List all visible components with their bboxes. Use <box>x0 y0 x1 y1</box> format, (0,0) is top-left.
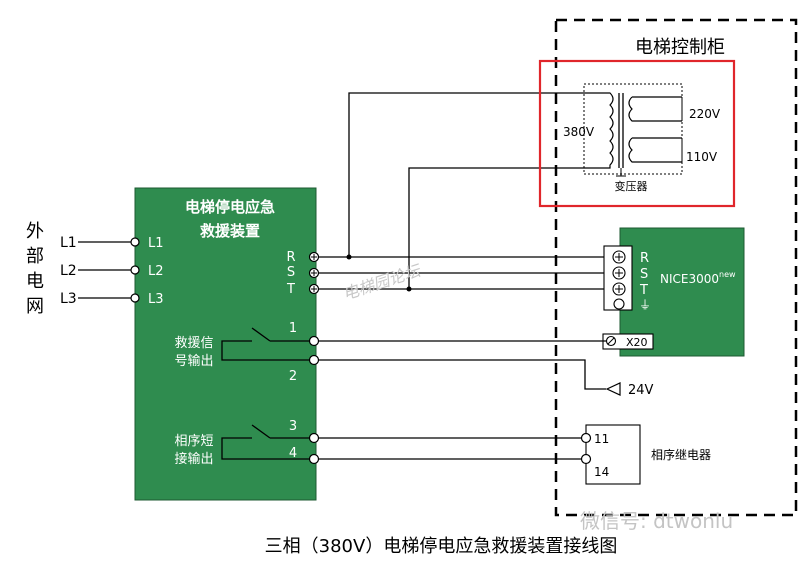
grid-char-1: 外 <box>26 221 44 242</box>
grid-char-3: 电 <box>26 271 44 292</box>
secondary-coil-220 <box>628 96 682 122</box>
controller-ground-symbol: ⏚ <box>639 298 651 312</box>
phase-terminal-3-label: 3 <box>289 419 297 434</box>
junction-r <box>346 254 352 260</box>
phase-terminal-4-label: 4 <box>289 446 297 461</box>
output-r-label: R <box>286 250 295 265</box>
input-l3-label: L3 <box>148 292 164 307</box>
ext-line-l1-label: L1 <box>60 235 77 251</box>
supply-24v-label: 24V <box>628 383 654 398</box>
transformer-highlight <box>538 59 736 208</box>
x20-screw-slot <box>607 337 615 345</box>
secondary-coil-110 <box>628 137 682 163</box>
rescue-device-title-2: 救援装置 <box>200 222 260 240</box>
transformer-110-label: 110V <box>686 150 718 164</box>
relay-14-label: 14 <box>594 465 609 479</box>
controller-model-name: NICE3000 <box>660 272 719 286</box>
terminal-4 <box>308 453 320 465</box>
ext-line-l2-label: L2 <box>60 263 77 279</box>
grid-char-4: 网 <box>26 296 44 317</box>
rescue-terminal-2-label: 2 <box>289 369 297 384</box>
wire-rescue-2 <box>319 359 606 390</box>
terminal-l1 <box>130 237 140 247</box>
junction-t <box>406 286 412 292</box>
grid-char-2: 部 <box>26 246 44 267</box>
relay-terminal-11 <box>580 432 592 444</box>
transformer-primary-label: 380V <box>563 125 595 139</box>
relay-terminal-14 <box>580 453 592 465</box>
controller-model: NICE3000new <box>660 270 736 286</box>
control-cabinet-outline <box>554 18 798 517</box>
terminal-2 <box>308 354 320 366</box>
phase-short-label-1: 相序短 <box>174 434 213 449</box>
output-t-label: T <box>286 282 295 297</box>
wire-transformer-r <box>348 92 584 257</box>
controller-model-sup: new <box>719 270 736 279</box>
diagram-caption: 三相（380V）电梯停电应急救援装置接线图 <box>265 536 618 557</box>
x20-label: X20 <box>626 336 648 349</box>
rescue-device-title-1: 电梯停电应急 <box>185 198 275 216</box>
relay-11-label: 11 <box>594 432 609 446</box>
controller-terminal-block <box>603 245 633 311</box>
controller-s-label: S <box>640 267 648 282</box>
terminal-1 <box>308 335 320 347</box>
input-l2-label: L2 <box>148 264 164 279</box>
rescue-signal-label-2: 号输出 <box>174 353 213 369</box>
ext-line-l3-label: L3 <box>60 291 77 307</box>
relay-label: 相序继电器 <box>651 447 711 462</box>
wire-transformer-t <box>408 167 584 289</box>
wechat-watermark: 微信号: dtwonlu <box>580 509 733 533</box>
output-s-label: S <box>287 265 295 280</box>
rescue-signal-label-1: 救援信 <box>174 335 213 351</box>
terminal-l3 <box>130 293 140 303</box>
forum-watermark: 电梯园论坛 <box>340 260 424 303</box>
rescue-device-box <box>134 187 317 501</box>
transformer-dashed-box <box>583 83 683 175</box>
rescue-signal-contact <box>221 327 314 361</box>
terminal-l2 <box>130 265 140 275</box>
phase-short-label-2: 接输出 <box>174 451 213 467</box>
transformer-label: 变压器 <box>615 179 648 193</box>
rescue-terminal-1-label: 1 <box>289 321 297 336</box>
transformer-primary-coil <box>584 92 614 169</box>
supply-24v-symbol <box>605 382 621 396</box>
transformer-220-label: 220V <box>689 107 721 121</box>
controller-t-label: T <box>639 283 648 298</box>
cabinet-title: 电梯控制柜 <box>635 37 725 58</box>
input-l1-label: L1 <box>148 236 164 251</box>
phase-relay-box <box>585 424 641 485</box>
terminal-3 <box>308 432 320 444</box>
phase-short-contact <box>221 424 314 460</box>
controller-r-label: R <box>640 251 649 266</box>
